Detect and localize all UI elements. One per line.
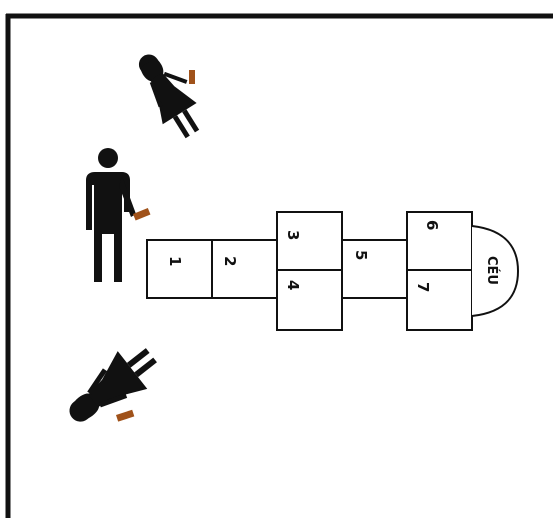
- cell-3-label: 3: [284, 230, 302, 240]
- cell-2-label: 2: [221, 256, 239, 266]
- man-figure-middle: [86, 148, 150, 282]
- stone-icon: [189, 70, 195, 84]
- cell-5: [342, 240, 407, 298]
- cell-6-label: 6: [423, 220, 441, 230]
- stone-icon: [116, 410, 134, 422]
- woman-icon: [127, 43, 213, 145]
- cell-2: [212, 240, 277, 298]
- cell-5-label: 5: [352, 250, 370, 260]
- cell-4-label: 4: [284, 280, 302, 290]
- hopscotch-grid: 1 2 3 4 5 6 7 CÉU: [147, 212, 518, 330]
- woman-icon: [57, 336, 166, 436]
- cell-1-label: 1: [166, 256, 184, 266]
- cell-7-label: 7: [414, 282, 432, 292]
- cell-4: [277, 270, 342, 330]
- cell-1: [147, 240, 212, 298]
- sky-label: CÉU: [484, 256, 500, 285]
- cell-3: [277, 212, 342, 270]
- stone-icon: [133, 208, 150, 220]
- man-icon: [86, 148, 136, 282]
- woman-figure-top: [127, 43, 213, 145]
- cell-7: [407, 270, 472, 330]
- woman-figure-bottom: [57, 336, 166, 436]
